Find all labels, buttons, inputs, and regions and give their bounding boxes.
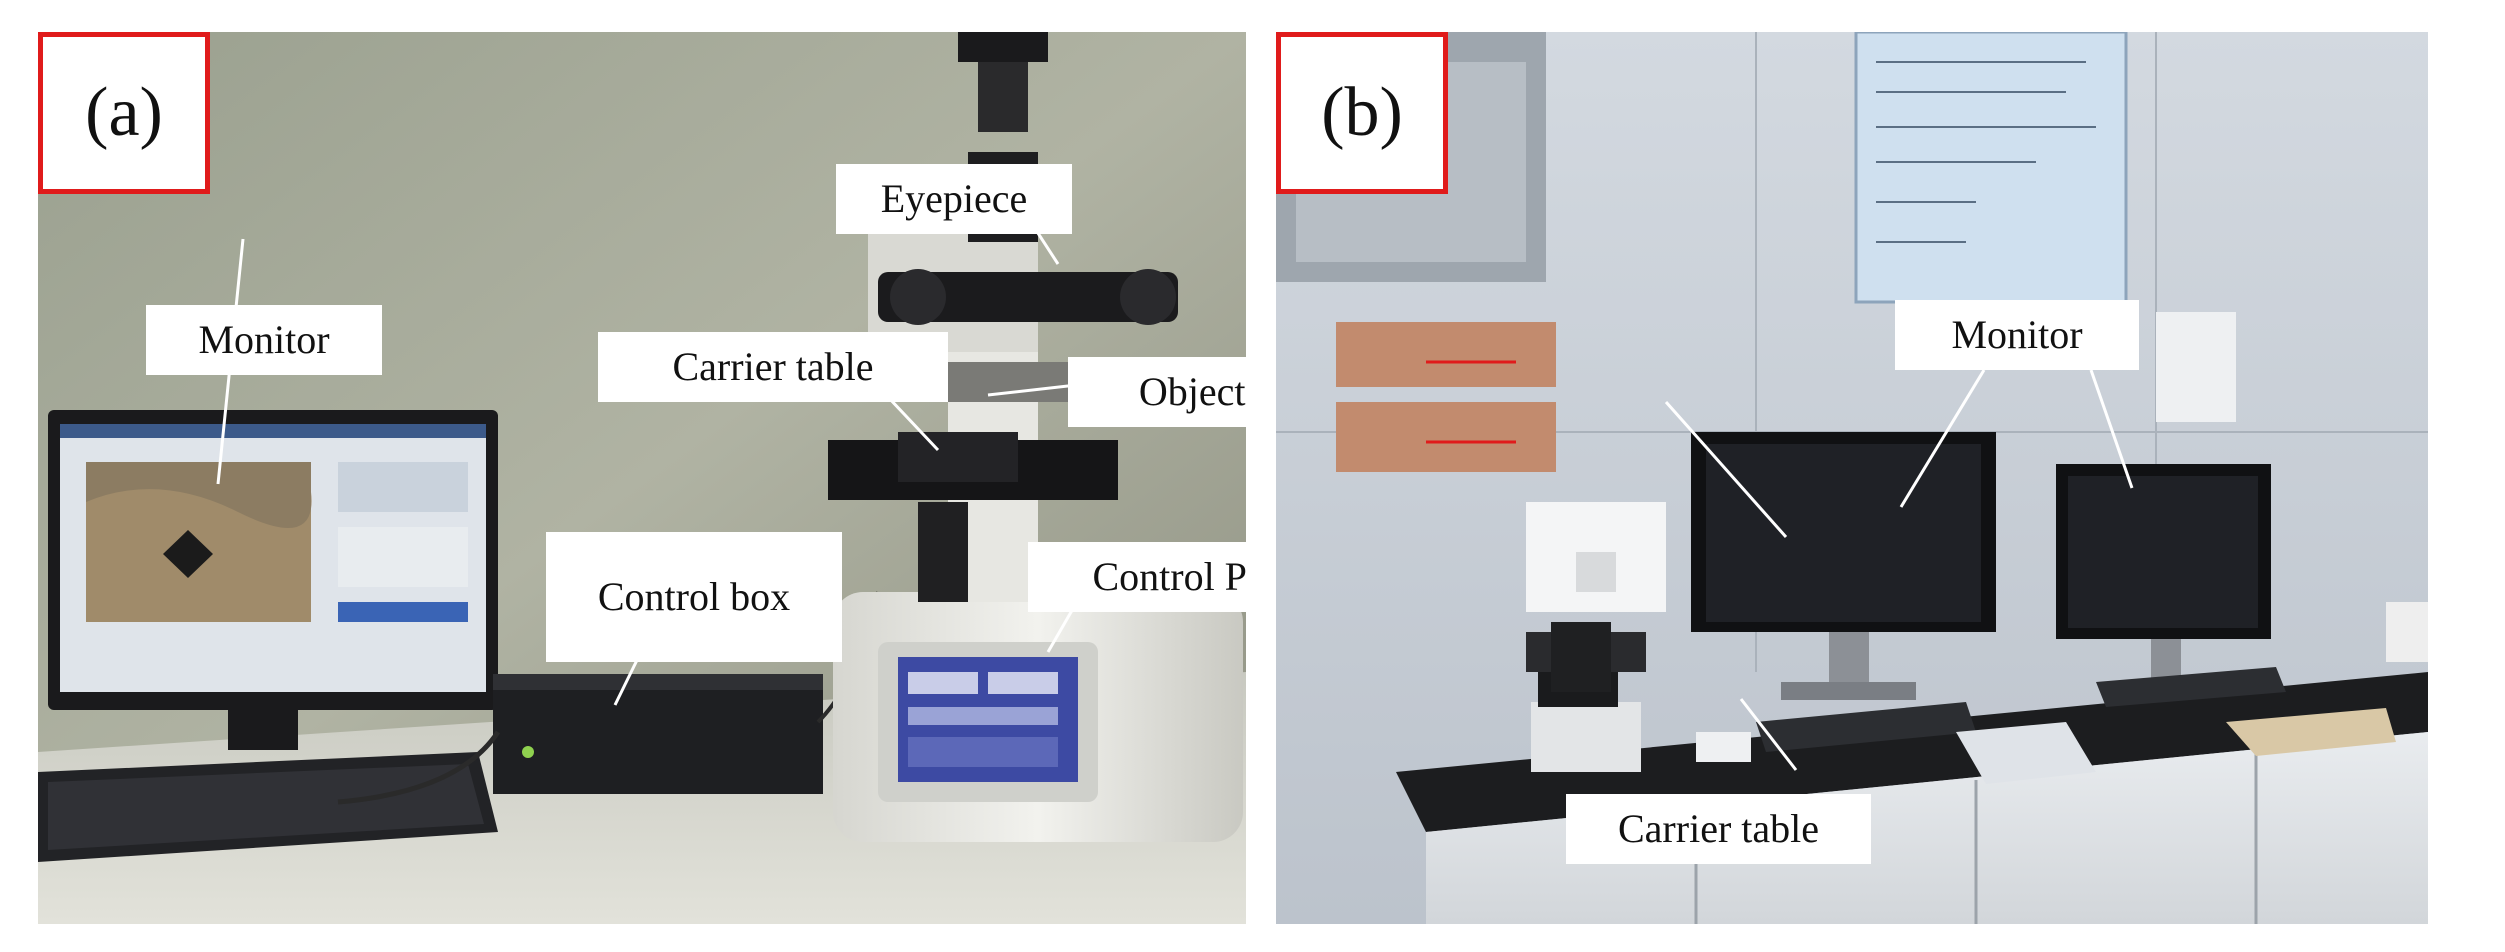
monitor-b-left [1691, 432, 1996, 700]
label-monitor-a: Monitor [146, 305, 382, 375]
wall-note [2156, 312, 2236, 422]
microscope-b [1526, 502, 1666, 772]
poster-1 [1336, 322, 1556, 387]
pointer-lines-b [1664, 369, 2134, 771]
label-control-panel: Control Panel [1028, 542, 1246, 612]
notice-board [1854, 32, 2128, 304]
label-eyepiece: Eyepiece [836, 164, 1072, 234]
mat-1 [1956, 722, 2096, 784]
label-monitor-b: Monitor [1895, 300, 2139, 370]
monitor-b-right [2056, 464, 2271, 679]
mat-2 [2226, 708, 2396, 756]
panel-b-photo: (b) Monitor Carrier table [1276, 32, 2428, 924]
panel-b-scene [1276, 32, 2428, 924]
keyboard-b-left [1756, 702, 1976, 752]
control-box-device [493, 674, 823, 794]
bench-top [1396, 672, 2428, 832]
monitor-a [48, 410, 498, 750]
label-carrier-table-b: Carrier table [1566, 794, 1871, 864]
bench-cabinets [1426, 732, 2428, 924]
panel-b-tag: (b) [1276, 32, 1448, 194]
small-device [1696, 732, 1751, 762]
panel-a-tag: (a) [38, 32, 210, 194]
poster-2 [1336, 402, 1556, 472]
label-objective-len: Objective len [1068, 357, 1246, 427]
edge-device [2386, 602, 2428, 662]
label-control-box: Control box [546, 532, 842, 662]
keyboard-b-right [2096, 667, 2286, 707]
panel-a-photo: (a) Eyepiece Monitor Carrier table Objec… [38, 32, 1246, 924]
label-carrier-table-a: Carrier table [598, 332, 948, 402]
